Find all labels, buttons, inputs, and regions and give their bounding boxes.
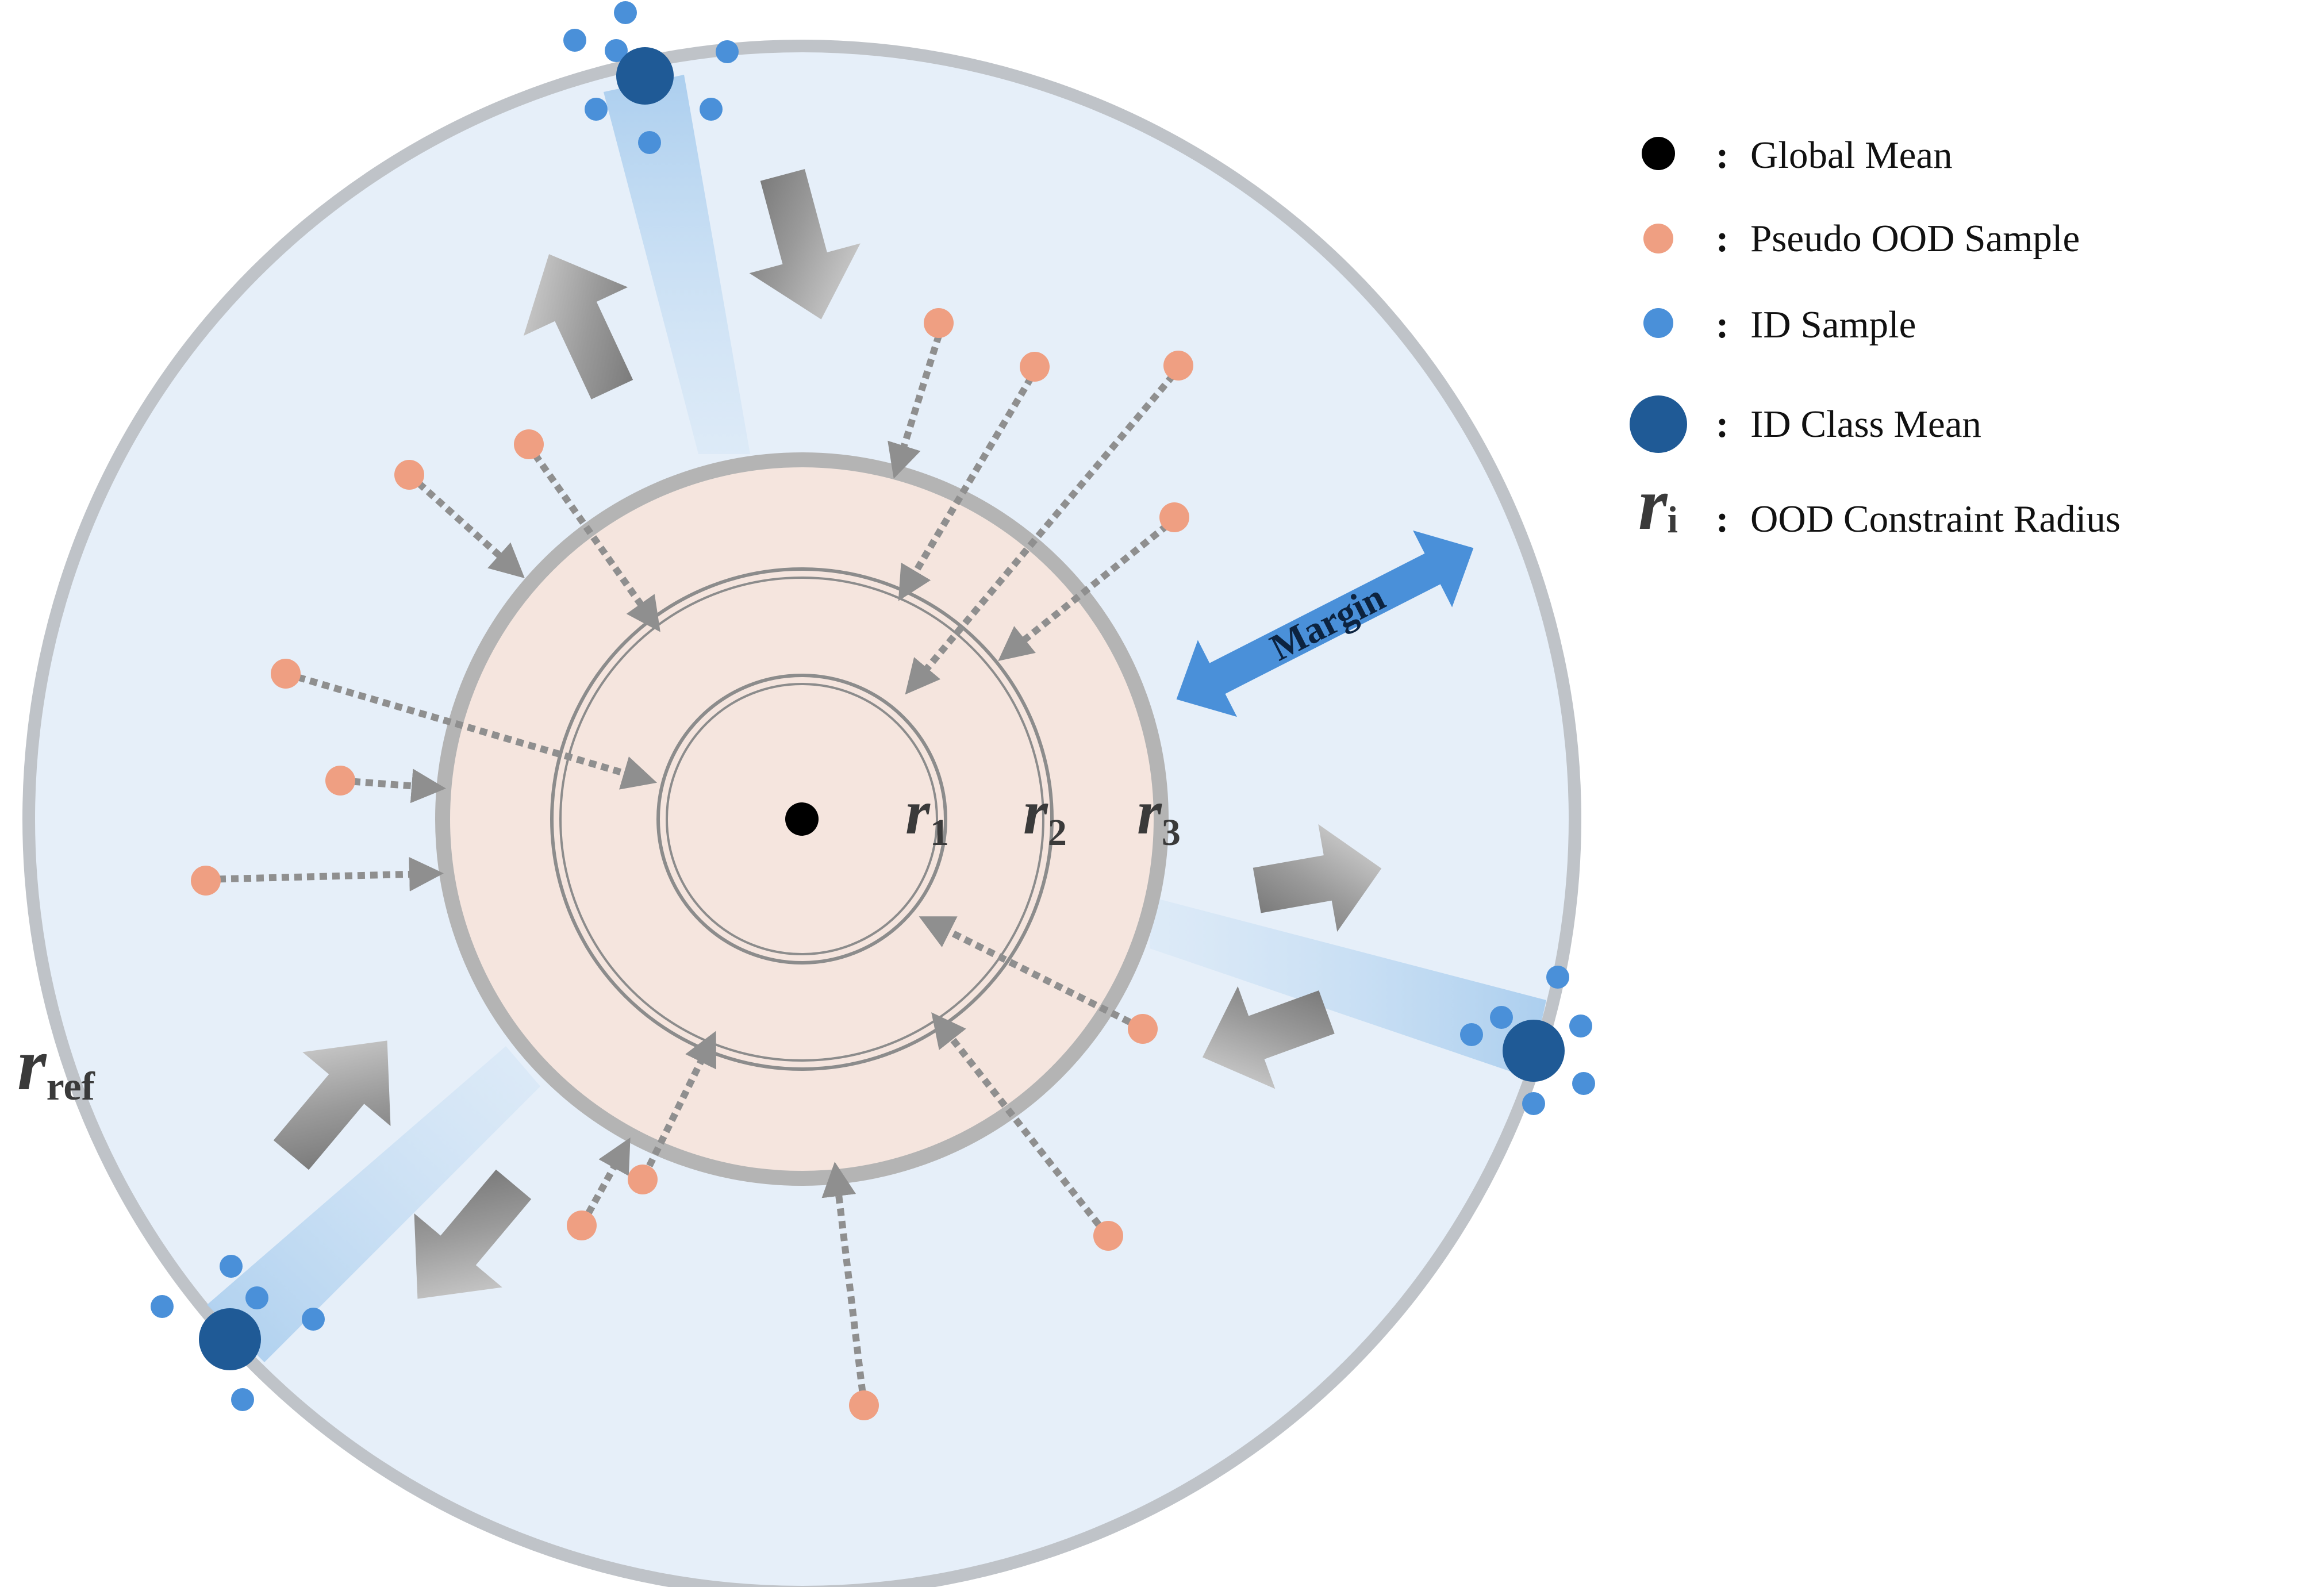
legend-item-id-class-mean: : ID Class Mean [1630, 395, 1981, 453]
id-sample [605, 39, 628, 62]
block-arrows [273, 169, 1382, 1299]
pseudo-ood-sample [394, 460, 424, 490]
pseudo-ood-arrows [205, 322, 1184, 1405]
radius-label-r1: r1 [905, 777, 949, 854]
pseudo-ood-samples [191, 308, 1193, 1420]
id-sample [245, 1286, 268, 1309]
legend-id-sample-dot [1643, 308, 1673, 338]
pseudo-ood-sample [514, 429, 544, 459]
legend-colon: : [1716, 403, 1728, 445]
id-sample [302, 1308, 325, 1331]
id-sample [1460, 1023, 1483, 1046]
pseudo-ood-sample [567, 1211, 597, 1240]
legend-id-class-mean-dot [1630, 395, 1687, 453]
id-sample [1522, 1092, 1545, 1115]
beam-right [1150, 897, 1546, 1078]
radius-label-ref: rref [17, 1023, 95, 1109]
legend-colon: : [1716, 134, 1728, 176]
id-sample [563, 29, 586, 52]
id-sample [700, 98, 723, 121]
legend-item-id-sample: : ID Sample [1643, 303, 1916, 346]
beam-top [604, 75, 750, 454]
legend-label: Pseudo OOD Sample [1750, 217, 2080, 260]
block-arrow [1253, 824, 1382, 932]
legend-label: Global Mean [1750, 134, 1953, 176]
id-sample [220, 1255, 243, 1278]
pseudo-ood-sample [849, 1390, 879, 1420]
legend-colon: : [1716, 498, 1728, 540]
block-arrow [1202, 986, 1335, 1089]
pseudo-ood-sample [1020, 352, 1050, 382]
id-sample [151, 1295, 174, 1318]
id-class-mean [1503, 1020, 1565, 1082]
pseudo-ood-sample [1163, 351, 1193, 381]
id-cluster-top [563, 1, 739, 154]
id-sample [1490, 1006, 1513, 1029]
id-sample [585, 98, 608, 121]
legend-label: ID Class Mean [1750, 403, 1981, 445]
pseudo-ood-sample [1093, 1221, 1123, 1251]
legend-item-global-mean: : Global Mean [1642, 134, 1953, 176]
pseudo-ood-sample [191, 866, 221, 896]
pseudo-ood-sample [1159, 502, 1189, 532]
id-cluster-left [151, 1255, 325, 1411]
id-class-mean [199, 1308, 261, 1370]
block-arrow [414, 1169, 532, 1299]
id-sample [1572, 1072, 1595, 1095]
block-arrow [749, 169, 861, 320]
legend-colon: : [1716, 303, 1728, 346]
legend-radius-symbol: ri [1638, 463, 1678, 545]
id-sample [1546, 966, 1569, 989]
id-class-mean [616, 47, 674, 105]
legend-colon: : [1716, 217, 1728, 260]
pseudo-ood-sample [325, 766, 355, 796]
legend-item-pseudo-ood: : Pseudo OOD Sample [1643, 217, 2080, 260]
id-sample [231, 1388, 254, 1411]
pseudo-ood-sample [271, 659, 301, 689]
legend-label: ID Sample [1750, 303, 1916, 346]
pseudo-ood-sample [1128, 1014, 1158, 1044]
id-cluster-right [1460, 966, 1595, 1115]
id-sample [1569, 1015, 1592, 1037]
legend-pseudo-ood-dot [1643, 224, 1673, 253]
id-sample [638, 131, 661, 154]
id-sample [716, 40, 739, 63]
beam-left [207, 1046, 540, 1362]
legend-global-mean-dot [1642, 137, 1675, 170]
radius-label-r2: r2 [1023, 777, 1067, 854]
legend-label: OOD Constraint Radius [1750, 498, 2121, 540]
block-arrow [523, 254, 633, 399]
radius-ring-r2 [550, 567, 1054, 1071]
pseudo-ood-sample [924, 308, 954, 338]
block-arrow [273, 1040, 391, 1170]
radius-ring-r1 [656, 674, 947, 965]
global-mean-dot [785, 802, 819, 836]
pseudo-ood-sample [628, 1165, 658, 1194]
legend-item-constraint-radius: ri : OOD Constraint Radius [1638, 463, 2121, 545]
radius-label-r3: r3 [1137, 777, 1181, 854]
legend: : Global Mean : Pseudo OOD Sample : ID S… [1630, 134, 2121, 545]
id-sample [614, 1, 637, 24]
